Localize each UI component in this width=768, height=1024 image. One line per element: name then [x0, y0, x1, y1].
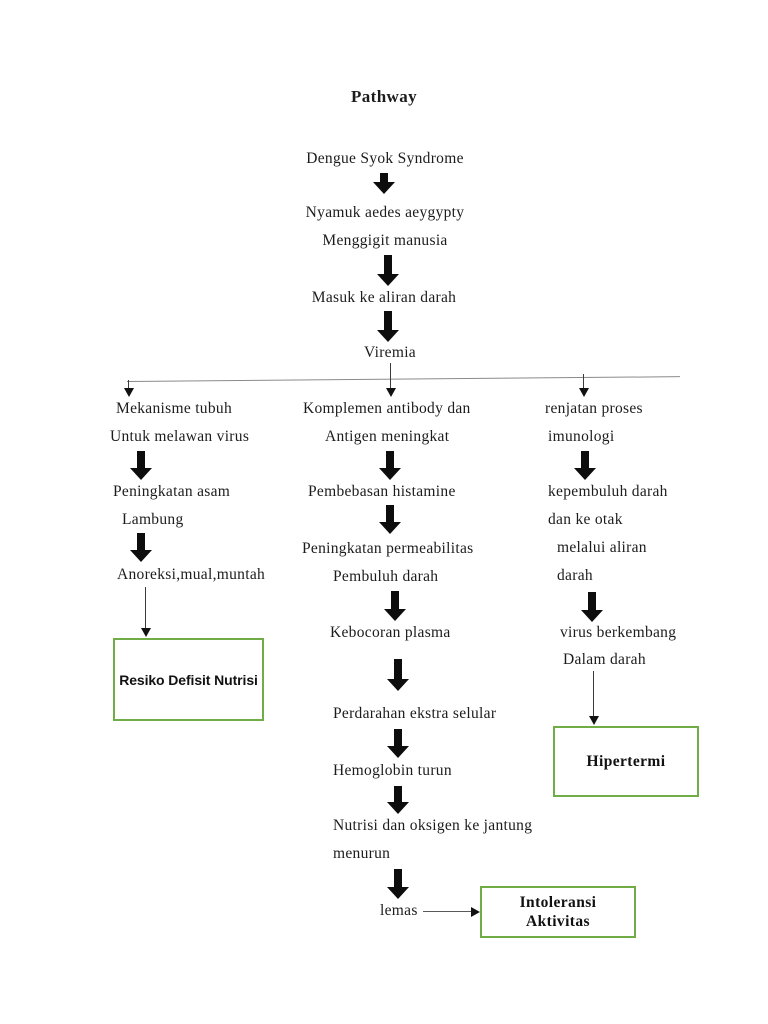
node-renjatan-proses: renjatan proses	[545, 400, 643, 417]
down-arrow	[373, 173, 395, 194]
node-peningkatan-asam: Peningkatan asam	[113, 483, 231, 500]
down-arrow	[379, 505, 401, 534]
outcome-box-hipertermi: Hipertermi	[553, 726, 699, 797]
node-nyamuk-aedes: Nyamuk aedes aeygypty	[305, 204, 465, 221]
down-arrow	[387, 659, 409, 691]
outcome-box-label: Resiko Defisit Nutrisi	[119, 671, 258, 688]
branch-split-line	[127, 376, 680, 382]
connector-arrow-to-intoleransi-box	[423, 906, 480, 917]
connector-arrow-to-hipertermi-box	[588, 671, 599, 725]
node-anoreksi-mual-muntah: Anoreksi,mual,muntah	[117, 566, 266, 583]
down-arrow	[387, 729, 409, 758]
node-kepembuluh-darah: kepembuluh darah	[548, 483, 668, 500]
node-dalam-darah: Dalam darah	[563, 651, 646, 668]
down-arrow	[130, 451, 152, 480]
node-pembuluh-darah: Pembuluh darah	[333, 568, 439, 585]
outcome-box-label: Hipertermi	[586, 753, 666, 770]
down-arrow	[387, 869, 409, 899]
node-mekanisme-tubuh: Mekanisme tubuh	[116, 400, 232, 417]
node-masuk-ke-aliran-darah: Masuk ke aliran darah	[311, 289, 457, 306]
page-title: Pathway	[350, 87, 418, 106]
node-untuk-melawan-virus: Untuk melawan virus	[110, 428, 250, 445]
node-dan-ke-otak: dan ke otak	[548, 511, 623, 528]
down-arrow	[384, 591, 406, 621]
node-nutrisi-oksigen-jantung: Nutrisi dan oksigen ke jantung	[333, 817, 533, 834]
down-arrow	[387, 786, 409, 814]
node-pembebasan-histamine: Pembebasan histamine	[308, 483, 456, 500]
down-arrow	[581, 592, 603, 622]
node-lambung: Lambung	[122, 511, 184, 528]
node-peningkatan-permeabilitas: Peningkatan permeabilitas	[302, 540, 474, 557]
outcome-box-label: Intoleransi Aktivitas	[519, 894, 597, 930]
down-arrow	[377, 255, 399, 286]
node-menurun: menurun	[333, 845, 391, 862]
node-antigen-meningkat: Antigen meningkat	[325, 428, 450, 445]
node-virus-berkembang: virus berkembang	[560, 624, 677, 641]
outcome-box-intoleransi-aktivitas: Intoleransi Aktivitas	[480, 886, 636, 938]
node-menggigit-manusia: Menggigit manusia	[322, 232, 448, 249]
outcome-box-resiko-defisit-nutrisi: Resiko Defisit Nutrisi	[113, 638, 264, 721]
node-melalui-aliran: melalui aliran	[557, 539, 647, 556]
connector-arrow-left	[123, 380, 134, 397]
node-dengue-syok-syndrome: Dengue Syok Syndrome	[306, 150, 464, 167]
node-imunologi: imunologi	[548, 428, 615, 445]
node-komplemen-antibody: Komplemen antibody dan	[303, 400, 471, 417]
connector-arrow-center	[385, 363, 396, 397]
connector-arrow-right	[578, 374, 589, 397]
down-arrow	[379, 451, 401, 480]
node-kebocoran-plasma: Kebocoran plasma	[330, 624, 451, 641]
connector-arrow-to-resiko-box	[140, 587, 151, 637]
node-viremia: Viremia	[364, 344, 416, 361]
down-arrow	[377, 311, 399, 342]
node-darah: darah	[557, 567, 593, 584]
node-lemas: lemas	[380, 902, 418, 919]
node-hemoglobin-turun: Hemoglobin turun	[333, 762, 452, 779]
down-arrow	[574, 451, 596, 480]
node-perdarahan-ekstra-selular: Perdarahan ekstra selular	[333, 705, 497, 722]
down-arrow	[130, 533, 152, 562]
